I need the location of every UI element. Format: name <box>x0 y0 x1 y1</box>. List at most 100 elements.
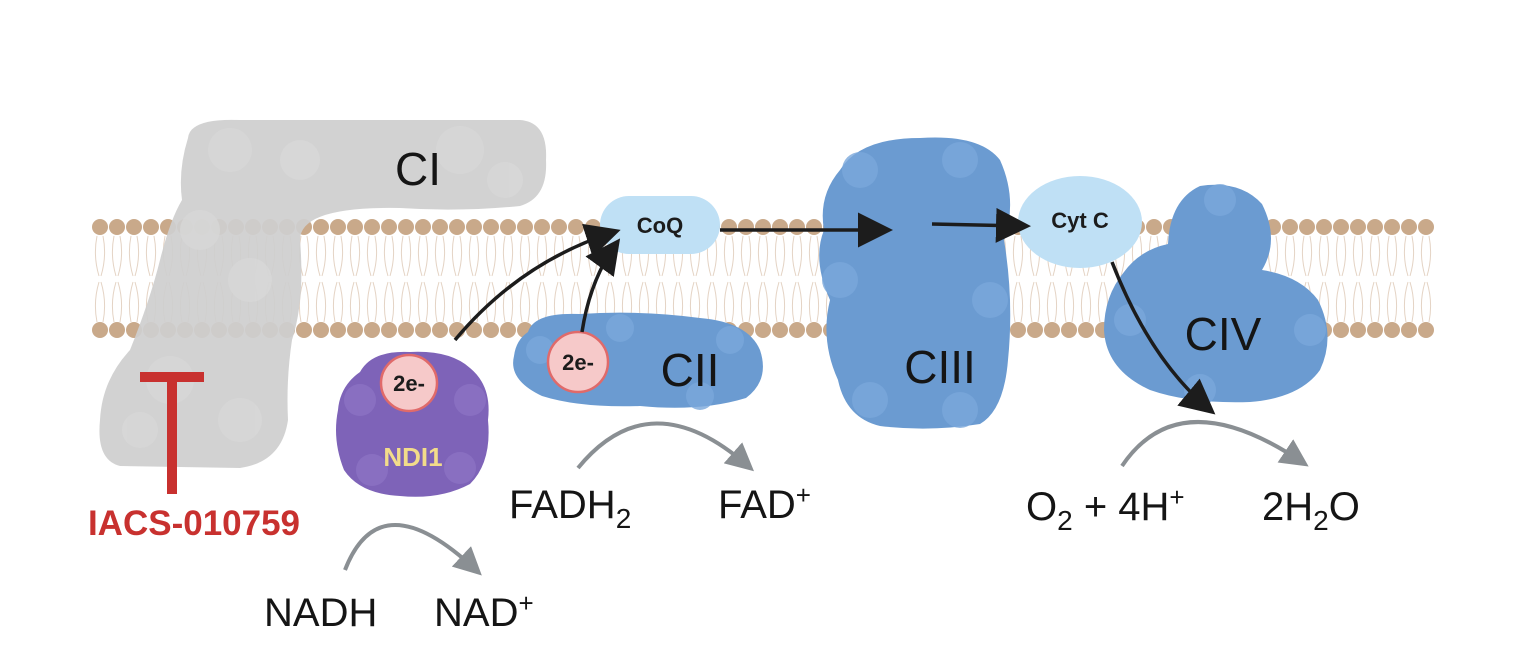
lipid-head <box>466 219 482 235</box>
lipid-head <box>585 219 601 235</box>
lipid-head <box>330 219 346 235</box>
lipid-head <box>1333 219 1349 235</box>
lipid-tail <box>536 235 548 323</box>
complex-iii: CIII <box>819 137 1011 429</box>
lipid-head <box>1401 219 1417 235</box>
lipid-head <box>330 322 346 338</box>
lipid-head <box>721 219 737 235</box>
complex-i-shape <box>99 119 547 469</box>
lipid-tail <box>1386 235 1398 323</box>
nad-label: NAD+ <box>434 588 534 635</box>
lipid-tail <box>349 235 361 323</box>
lipid-tail <box>638 235 650 323</box>
lipid-head <box>806 322 822 338</box>
lipid-head <box>483 322 499 338</box>
lipid-head <box>398 219 414 235</box>
electron-circle <box>379 353 439 413</box>
lipid-head <box>347 219 363 235</box>
lipid-head <box>534 219 550 235</box>
lipid-tail <box>1403 235 1415 323</box>
lipid-tail <box>383 235 395 323</box>
lipid-head <box>1418 219 1434 235</box>
complex-i: CI <box>99 119 547 469</box>
complex-ii-texture <box>526 314 744 410</box>
lipid-head <box>1367 322 1383 338</box>
lipid-head <box>1367 219 1383 235</box>
lipid-head <box>1146 219 1162 235</box>
lipid-head <box>500 322 516 338</box>
lipid-tail <box>621 235 633 323</box>
lipid-tail <box>655 235 667 323</box>
lipid-head <box>1350 322 1366 338</box>
fad-text: FAD <box>718 483 796 527</box>
cytc-label: Cyt C <box>1051 208 1109 233</box>
proton-text: + 4H <box>1073 485 1170 529</box>
cytc-shape <box>1018 176 1142 268</box>
coq-carrier: CoQ <box>600 196 720 254</box>
fad-label: FAD+ <box>718 480 811 527</box>
nadh-reaction-curve <box>343 523 482 576</box>
electron-flow-arrows <box>453 207 1216 415</box>
lipid-head <box>415 322 431 338</box>
lipid-head <box>1078 322 1094 338</box>
lipid-head <box>109 322 125 338</box>
lipid-tail <box>502 235 514 323</box>
ndi1-texture <box>344 384 486 486</box>
lipid-tail <box>145 235 157 323</box>
lipid-head <box>772 219 788 235</box>
lipid-head <box>364 322 380 338</box>
inhibitor-label: IACS-010759 <box>88 504 300 543</box>
lipid-head <box>415 219 431 235</box>
lipid-tail <box>451 235 463 323</box>
lipid-tail <box>1301 235 1313 323</box>
cytc-carrier: Cyt C <box>1018 176 1142 268</box>
lipid-tail <box>774 235 786 323</box>
proton-sup: + <box>1169 482 1184 512</box>
lipid-head <box>364 219 380 235</box>
lipid-head <box>466 322 482 338</box>
lipid-head <box>1010 322 1026 338</box>
ndi1-protein: NDI1 <box>336 351 489 497</box>
fadh-reaction-curve <box>576 421 755 472</box>
nadh-label: NADH <box>264 591 377 635</box>
lipid-head <box>347 322 363 338</box>
water-prefix: 2H <box>1262 485 1313 529</box>
lipid-head <box>1384 322 1400 338</box>
lipid-head <box>126 219 142 235</box>
lipid-tail <box>366 235 378 323</box>
lipid-tail <box>315 235 327 323</box>
electron-badge-ndi1: 2e- <box>379 353 439 413</box>
lipid-tail <box>417 235 429 323</box>
lipid-head <box>500 219 516 235</box>
lipid-tail <box>672 235 684 323</box>
electron-label: 2e- <box>393 371 425 396</box>
lipid-tail <box>570 235 582 323</box>
lipid-head <box>381 322 397 338</box>
lipid-tail <box>1284 235 1296 323</box>
fadh-label: FADH2 <box>509 483 631 534</box>
lipid-head <box>483 219 499 235</box>
nad-text: NAD <box>434 591 518 635</box>
lipid-head <box>517 219 533 235</box>
lipid-tail <box>128 235 140 323</box>
lipid-head <box>432 322 448 338</box>
lipid-head <box>109 219 125 235</box>
complex-iv-label: CIV <box>1185 308 1262 360</box>
lipid-tail <box>1318 235 1330 323</box>
lipid-head <box>92 219 108 235</box>
complex-iii-label: CIII <box>904 341 976 393</box>
lipid-tail <box>485 235 497 323</box>
fadh-text: FADH <box>509 483 616 527</box>
lipid-tail <box>1369 235 1381 323</box>
arrow-cytc-to-civ <box>1110 261 1216 415</box>
lipid-head <box>1061 322 1077 338</box>
lipid-head <box>92 322 108 338</box>
lipid-head <box>755 322 771 338</box>
lipid-head <box>1044 322 1060 338</box>
lipid-head <box>806 219 822 235</box>
water-suffix: O <box>1329 485 1360 529</box>
oxygen-label: O2 + 4H+ <box>1026 482 1185 536</box>
lipid-tail <box>723 235 735 323</box>
lipid-tail <box>468 235 480 323</box>
lipid-tail <box>400 235 412 323</box>
